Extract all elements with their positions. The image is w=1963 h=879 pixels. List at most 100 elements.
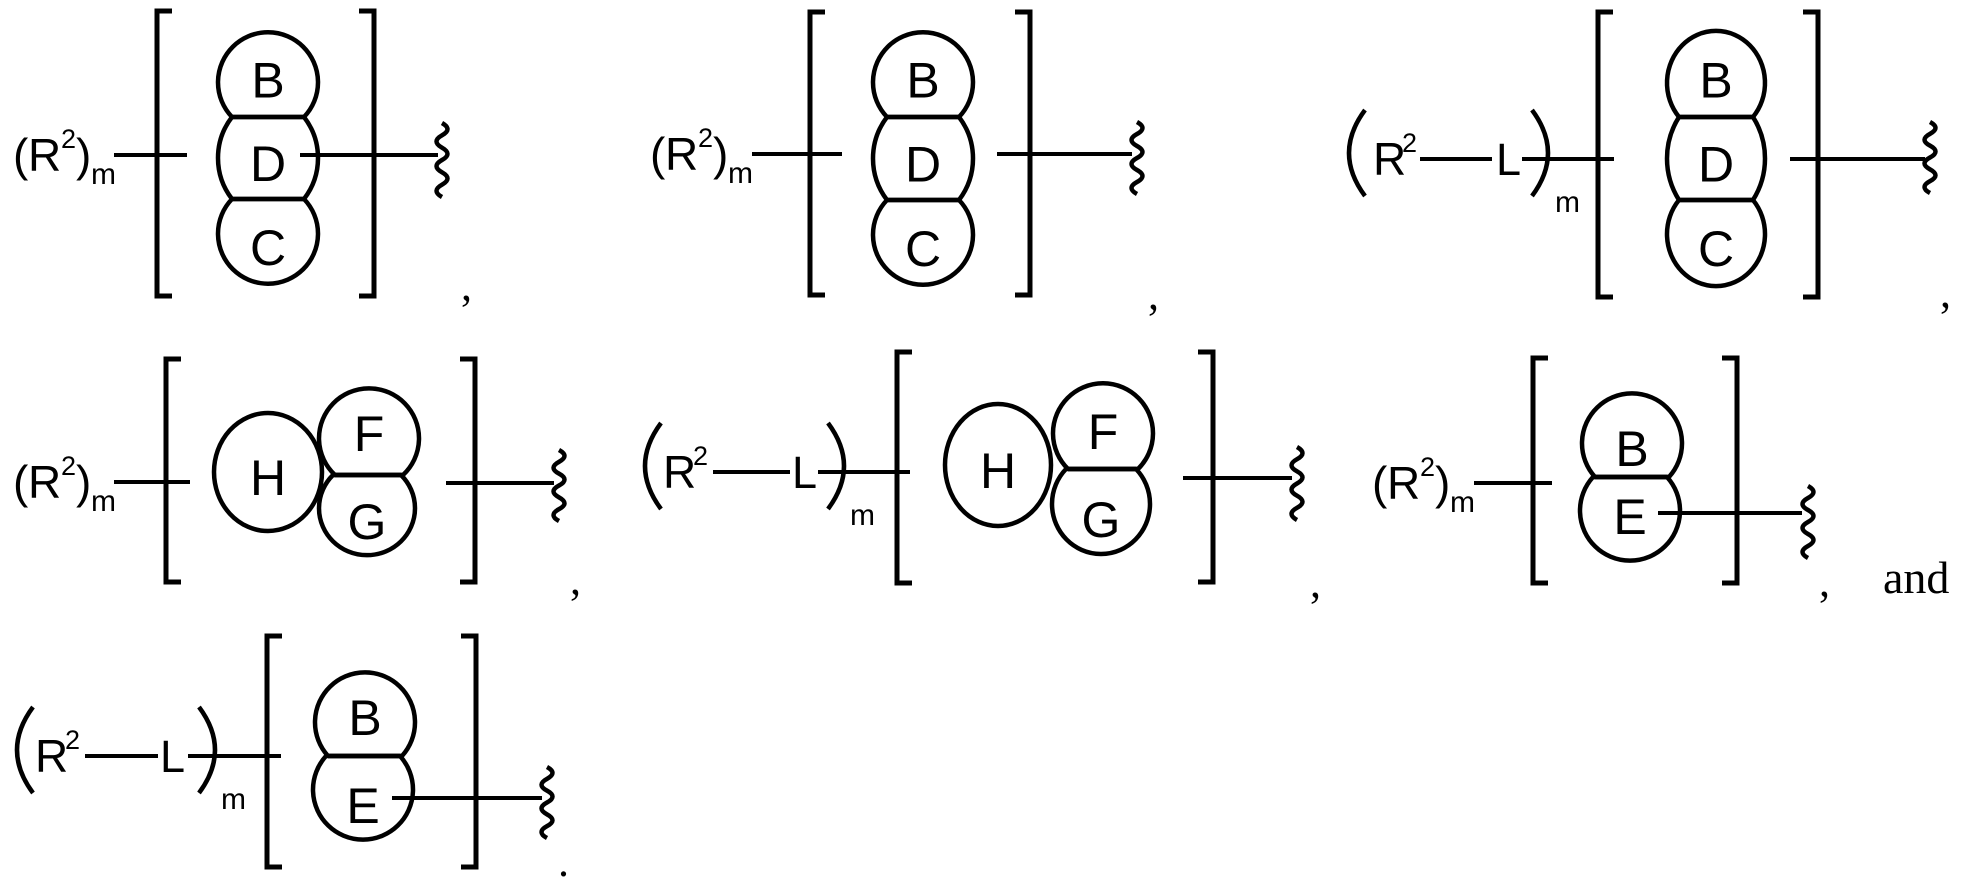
ring-B-shape <box>312 670 418 759</box>
substituent-linker-label: L <box>160 731 185 782</box>
substituent-tall-open-paren <box>1346 108 1367 198</box>
substituent-superscript: 2 <box>1420 452 1435 482</box>
squiggle-attachment-icon <box>1289 445 1305 522</box>
separator-comma: , <box>1148 270 1159 319</box>
substituent-close-paren: ) <box>1435 457 1450 509</box>
ring-G-label: G <box>1082 492 1121 548</box>
ring-C-label: C <box>250 220 286 276</box>
substituent-open-paren: ( <box>650 128 666 180</box>
substituent-tall-close-paren <box>826 421 847 511</box>
right-bracket <box>461 633 479 870</box>
substituent-close-paren: ) <box>713 128 728 180</box>
ring-B-label: B <box>906 53 939 109</box>
ring-C-label: C <box>1698 221 1734 277</box>
substituent-base-label: R <box>663 446 696 498</box>
right-bracket <box>1722 355 1740 586</box>
substituent-tall-open-paren <box>642 421 663 511</box>
right-bracket <box>460 356 478 585</box>
substituent-subscript: m <box>1555 186 1580 219</box>
substituent-base-label: R <box>665 128 698 180</box>
ring-B-label: B <box>251 53 284 109</box>
separator-period: . <box>558 837 569 879</box>
left-bracket <box>1595 9 1613 300</box>
substituent-superscript: 2 <box>65 725 80 755</box>
squiggle-attachment-icon <box>1800 484 1816 560</box>
substituent-superscript: 2 <box>61 124 76 154</box>
ring-B-label: B <box>1615 421 1648 477</box>
substituent-subscript: m <box>91 158 116 191</box>
squiggle-attachment-icon <box>539 765 555 840</box>
substituent-base-label: R <box>35 730 68 782</box>
ring-F-label: F <box>1088 404 1119 460</box>
substituent-subscript: m <box>1450 486 1475 519</box>
substituent-tall-close-paren <box>1530 108 1551 198</box>
ring-B-shape <box>1579 391 1685 480</box>
conjunction-and: and <box>1883 552 1949 603</box>
substituent-base-label: R <box>28 129 61 181</box>
separator-comma: , <box>1819 557 1830 606</box>
separator-comma: , <box>1940 268 1951 317</box>
left-bracket <box>264 633 282 870</box>
ring-F-shape <box>316 386 422 478</box>
squiggle-attachment-icon <box>551 448 567 523</box>
ring-B-shape <box>870 30 976 120</box>
left-bracket <box>154 8 172 299</box>
ring-H-label: H <box>250 450 286 506</box>
ring-D-label: D <box>905 137 941 193</box>
ring-H-shape <box>942 401 1054 529</box>
separator-comma: , <box>570 555 581 604</box>
left-bracket <box>807 9 825 298</box>
squiggle-attachment-icon <box>1922 120 1938 195</box>
substituent-subscript: m <box>728 157 753 190</box>
substituent-tall-close-paren <box>197 705 218 795</box>
left-bracket <box>894 349 912 586</box>
substituent-base-label: R <box>1373 133 1406 185</box>
substituent-base-label: R <box>28 456 61 508</box>
substituent-close-paren: ) <box>76 456 91 508</box>
substituent-superscript: 2 <box>61 451 76 481</box>
ring-C-shape <box>870 197 976 287</box>
ring-E-shape <box>1577 474 1683 563</box>
ring-G-shape <box>316 472 418 558</box>
ring-B-shape <box>1664 28 1768 120</box>
substituent-tall-open-paren <box>14 705 35 795</box>
substituent-linker-label: L <box>1496 134 1521 185</box>
ring-C-shape <box>1664 197 1768 289</box>
right-bracket <box>1803 9 1821 300</box>
substituent-open-paren: ( <box>13 456 29 508</box>
ring-B-shape <box>215 30 321 120</box>
left-bracket <box>163 356 181 585</box>
substituent-close-paren: ) <box>76 129 91 181</box>
separator-comma: , <box>1310 558 1321 607</box>
ring-E-label: E <box>1613 489 1646 545</box>
ring-G-shape <box>1049 466 1153 557</box>
ring-B-label: B <box>1699 53 1732 109</box>
ring-C-shape <box>215 196 321 286</box>
ring-G-label: G <box>348 494 387 550</box>
left-bracket <box>1530 355 1548 586</box>
squiggle-attachment-icon <box>434 121 450 199</box>
ring-D-label: D <box>1698 137 1734 193</box>
right-bracket <box>1198 349 1216 585</box>
ring-F-shape <box>1050 381 1156 472</box>
substituent-subscript: m <box>850 499 875 532</box>
ring-H-label: H <box>980 443 1016 499</box>
substituent-base-label: R <box>1387 457 1420 509</box>
separator-comma: , <box>461 261 472 310</box>
substituent-subscript: m <box>91 485 116 518</box>
substituent-open-paren: ( <box>1372 457 1388 509</box>
substituent-open-paren: ( <box>13 129 29 181</box>
ring-D-label: D <box>250 136 286 192</box>
substituent-superscript: 2 <box>693 441 708 471</box>
ring-B-label: B <box>348 690 381 746</box>
substituent-superscript: 2 <box>698 123 713 153</box>
